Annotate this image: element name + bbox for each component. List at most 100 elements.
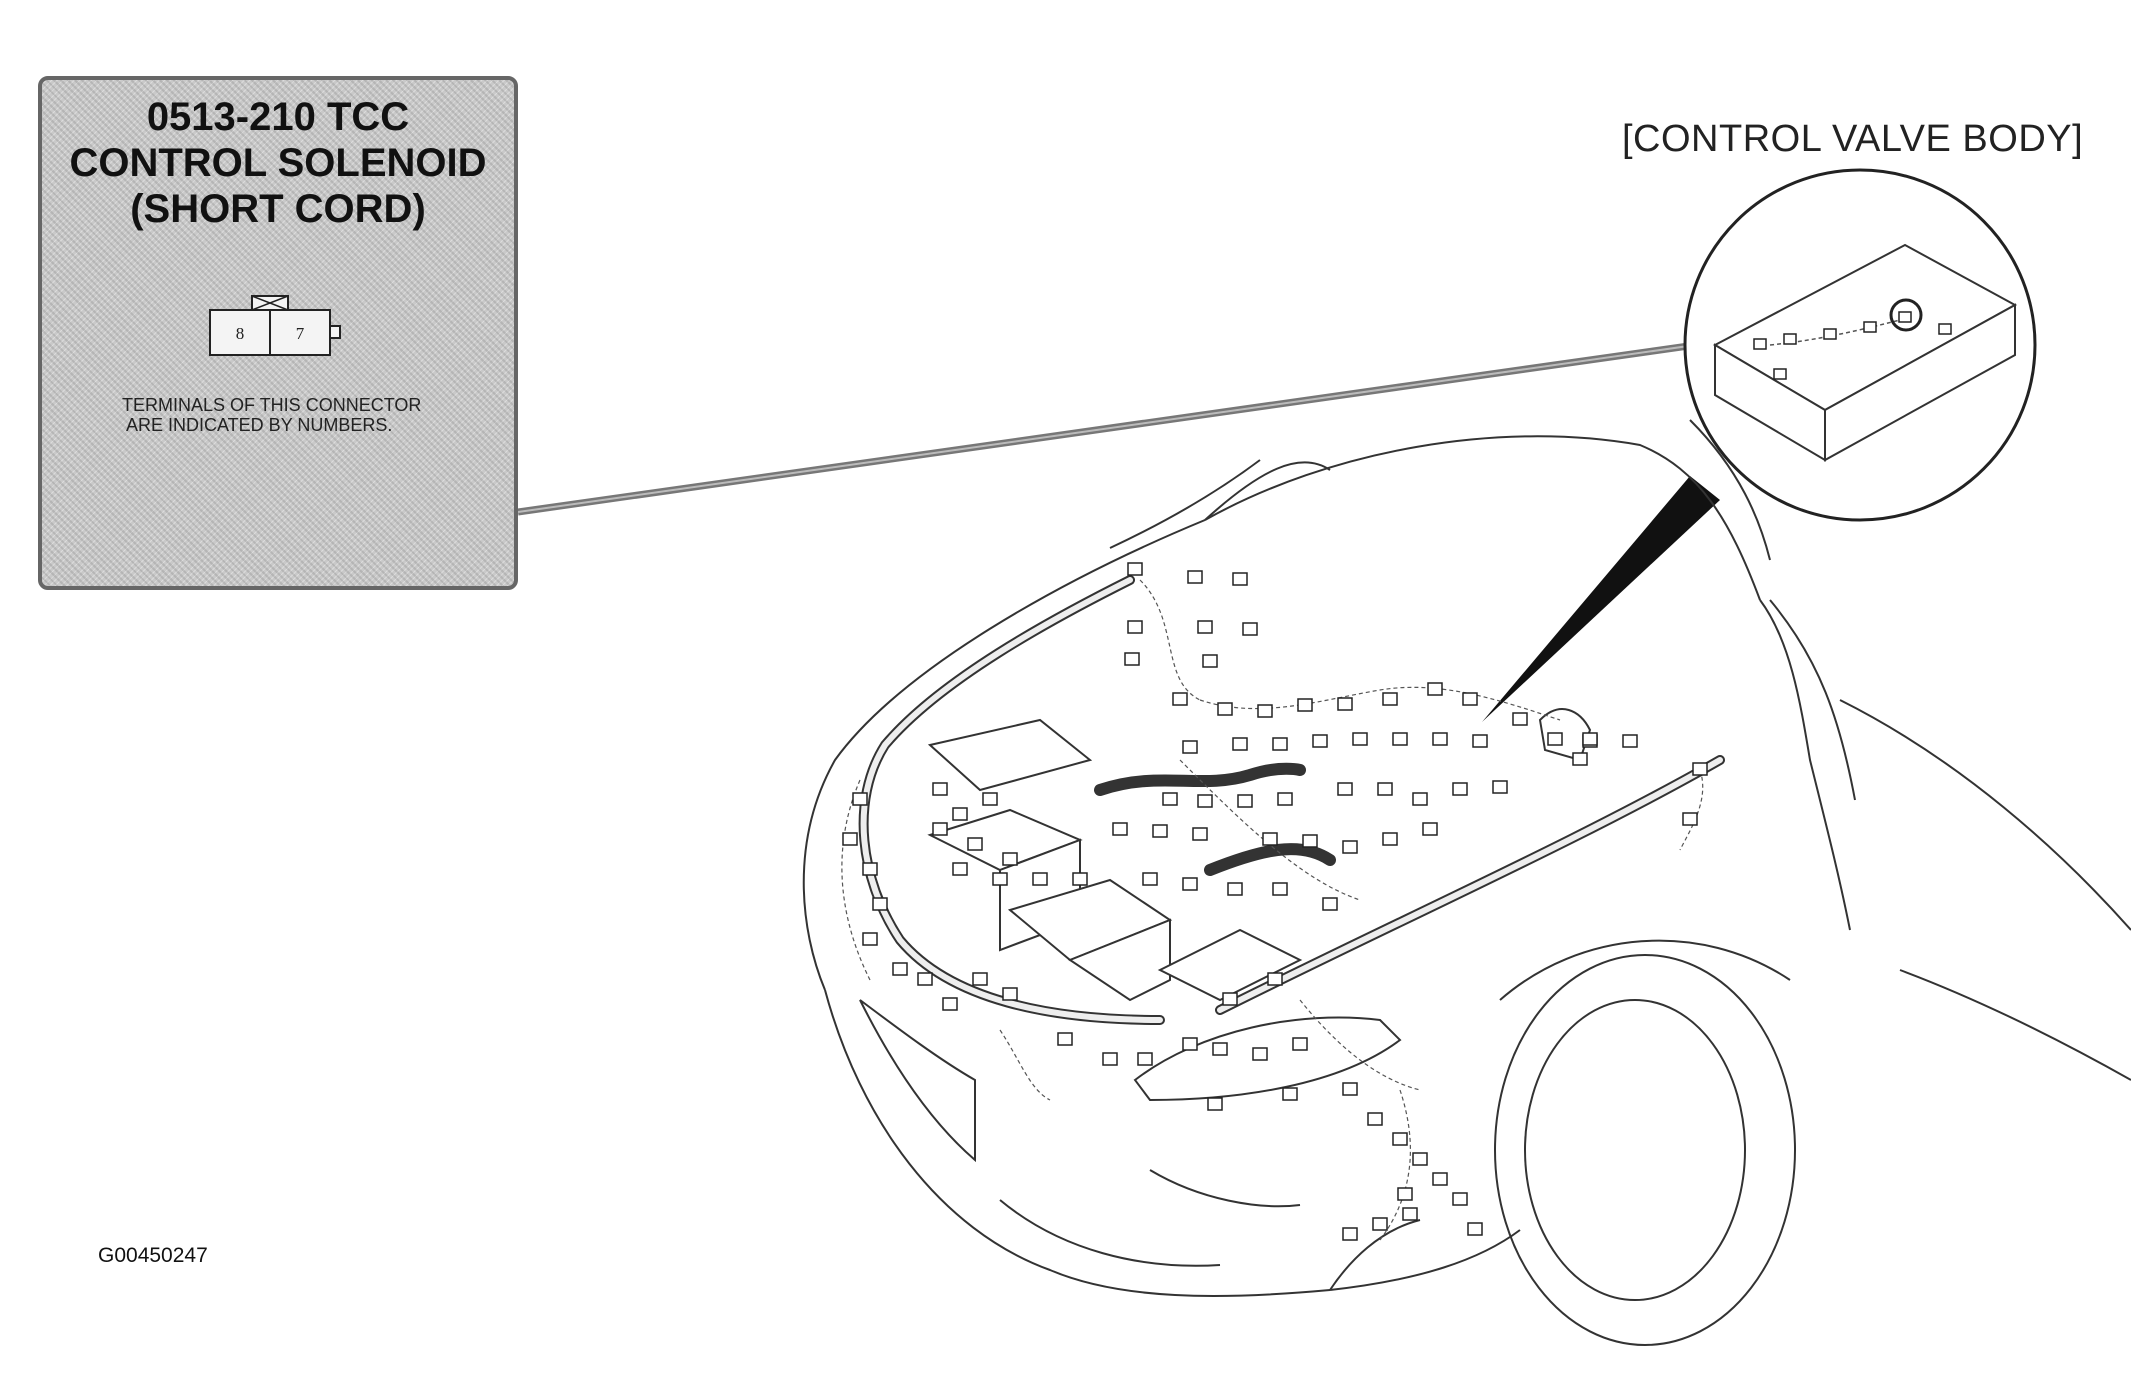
harness-connector	[1402, 1207, 1418, 1221]
harness-connector	[1207, 1097, 1223, 1111]
callout-leader-line-highlight	[517, 315, 1901, 513]
harness-connector	[1392, 732, 1408, 746]
harness-connector	[1342, 840, 1358, 854]
valve-body-connector	[1773, 368, 1787, 380]
harness-connector	[1367, 1112, 1383, 1126]
harness-connector	[1342, 1082, 1358, 1096]
harness-connector	[932, 782, 948, 796]
connector-face-diagram: 8 7	[209, 295, 341, 356]
harness-connector	[1432, 1172, 1448, 1186]
valve-body-connector	[1898, 311, 1912, 323]
harness-connector	[862, 862, 878, 876]
harness-connector	[1142, 872, 1158, 886]
harness-connector	[1427, 682, 1443, 696]
harness-connector	[892, 962, 908, 976]
harness-connector	[1412, 1152, 1428, 1166]
harness-connector	[932, 822, 948, 836]
harness-connector	[1127, 620, 1143, 634]
harness-connector	[1162, 792, 1178, 806]
harness-connector	[1682, 812, 1698, 826]
harness-connector	[1102, 1052, 1118, 1066]
harness-connector	[1572, 752, 1588, 766]
harness-connector	[1232, 737, 1248, 751]
harness-connector	[1182, 740, 1198, 754]
harness-connector	[1432, 732, 1448, 746]
harness-connector	[1127, 562, 1143, 576]
harness-connector	[1492, 780, 1508, 794]
valve-body-connector	[1823, 328, 1837, 340]
harness-connector	[1197, 794, 1213, 808]
callout-title-line: 0513-210 TCC	[146, 95, 410, 139]
magnifier-inset	[1683, 168, 2037, 522]
harness-connector	[982, 792, 998, 806]
harness-connector	[1282, 1087, 1298, 1101]
harness-connector	[952, 862, 968, 876]
harness-connector	[1002, 852, 1018, 866]
connector-latch	[329, 325, 341, 339]
valve-body-front	[1824, 303, 2016, 462]
harness-connector	[1237, 794, 1253, 808]
harness-connector	[1057, 1032, 1073, 1046]
harness-connector	[1262, 832, 1278, 846]
harness-connector	[1112, 822, 1128, 836]
harness-connector	[942, 997, 958, 1011]
harness-connector	[1292, 1037, 1308, 1051]
location-label: [CONTROL VALVE BODY]	[1622, 118, 2084, 160]
harness-connector	[1512, 712, 1528, 726]
harness-connector	[1582, 732, 1598, 746]
harness-connector	[1692, 762, 1708, 776]
harness-connector	[1337, 782, 1353, 796]
harness-connector	[1182, 1037, 1198, 1051]
harness-connector	[1462, 692, 1478, 706]
harness-connector	[1452, 1192, 1468, 1206]
front-wheel	[1494, 939, 1796, 1346]
harness-connector	[1197, 620, 1213, 634]
harness-connector	[1192, 827, 1208, 841]
callout-title: 0513-210 TCC CONTROL SOLENOID (SHORT COR…	[42, 94, 514, 232]
harness-connector	[1377, 782, 1393, 796]
harness-connector	[1297, 698, 1313, 712]
harness-connector	[862, 932, 878, 946]
harness-connector	[1212, 1042, 1228, 1056]
valve-body-connector	[1938, 323, 1952, 335]
valve-body-connector	[1783, 333, 1797, 345]
harness-connector	[1342, 1227, 1358, 1241]
harness-connector	[1397, 1187, 1413, 1201]
harness-connector	[842, 832, 858, 846]
harness-connector	[967, 837, 983, 851]
harness-connector	[852, 792, 868, 806]
harness-connector	[1372, 1217, 1388, 1231]
harness-connector	[1622, 734, 1638, 748]
harness-connector	[1382, 832, 1398, 846]
branch-wiring	[841, 579, 1704, 1241]
harness-connector	[1227, 882, 1243, 896]
harness-connector	[1322, 897, 1338, 911]
harness-connector	[1257, 704, 1273, 718]
harness-connector	[1422, 822, 1438, 836]
harness-connector	[1217, 702, 1233, 716]
harness-connector	[1002, 987, 1018, 1001]
harness-connector	[1137, 1052, 1153, 1066]
valve-body-connector	[1863, 321, 1877, 333]
harness-connector	[1032, 872, 1048, 886]
engine-bay-components	[927, 708, 1592, 1002]
front-lights-grille	[859, 999, 1402, 1267]
harness-connector	[1452, 782, 1468, 796]
harness-connector	[952, 807, 968, 821]
harness-connector	[1267, 972, 1283, 986]
harness-connector	[1187, 570, 1203, 584]
harness-connector	[872, 897, 888, 911]
harness-connector	[1412, 792, 1428, 806]
connector-callout-box: 0513-210 TCC CONTROL SOLENOID (SHORT COR…	[38, 76, 518, 590]
harness-connector	[1202, 654, 1218, 668]
harness-connector	[1352, 732, 1368, 746]
harness-connector	[1467, 1222, 1483, 1236]
harness-connector	[1277, 792, 1293, 806]
harness-connector	[1392, 1132, 1408, 1146]
valve-body-connectors	[1753, 311, 1952, 380]
harness-connector	[1472, 734, 1488, 748]
figure-code: G00450247	[98, 1244, 208, 1267]
tcc-solenoid-highlight	[1889, 298, 1923, 332]
